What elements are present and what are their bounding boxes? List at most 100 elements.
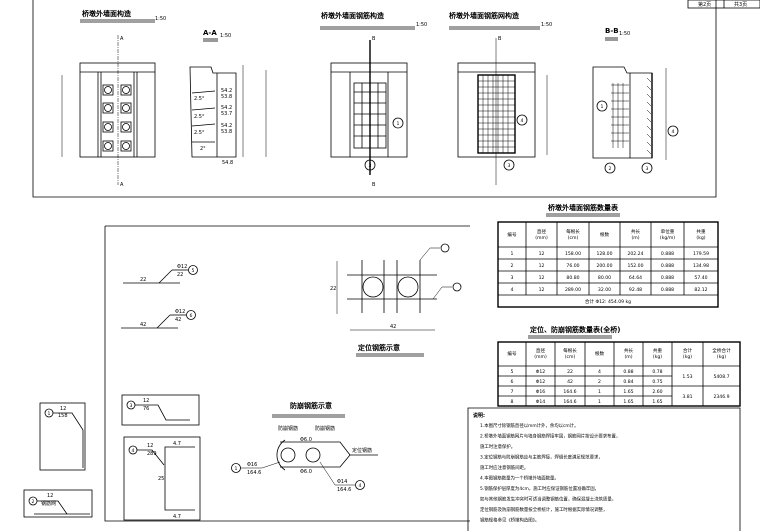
table-header: 共重: [653, 347, 663, 354]
table-cell: 152.00: [627, 263, 643, 269]
aa-dim: 53.8: [221, 129, 232, 135]
table-cell: 80.00: [598, 275, 611, 281]
table-cell: 179.59: [693, 251, 709, 257]
callout-4: 4: [359, 483, 362, 489]
top-frame: [32, 0, 717, 198]
callout-1: 1: [601, 104, 604, 110]
table-cell: 1.65: [623, 399, 633, 405]
note-line: 施工时应注意钢筋间距。: [480, 464, 528, 471]
bar5-length: 22: [140, 277, 146, 283]
bar-detail-1: 1 12 158: [39, 402, 86, 471]
section-aa-scale: 1:50: [220, 33, 231, 39]
table-cell: 202.24: [627, 251, 643, 257]
bar-side: 4.7: [173, 514, 181, 520]
aa-dim: 53.7: [221, 111, 232, 117]
callout-1: 1: [235, 466, 238, 472]
table-cell: 200.00: [596, 263, 612, 269]
antiburst-dim: Φ14: [337, 479, 347, 485]
aa-dim: 54.2: [221, 123, 232, 129]
bar6-dia: Φ12: [175, 309, 185, 315]
positioning-rebar-table: 定位、防崩钢筋数量表(全桥) 编号直径(mm)每根长(cm)根数共长(m)共重(…: [497, 325, 741, 407]
antiburst-dim: Φ16: [247, 462, 257, 468]
rebar-back-view: 桥墩外墙面钢筋网构造 1:50 4 3 B: [449, 11, 552, 185]
table-header: (cm): [568, 235, 579, 241]
table-cell: 12: [539, 287, 545, 293]
table-header: (m): [624, 354, 632, 360]
table-header: 共重: [696, 228, 706, 235]
table-cell: 0.75: [652, 379, 662, 385]
bar-dia: 12: [47, 493, 53, 499]
section-bb-title: B-B: [605, 27, 619, 35]
rebar-front-title: 桥墩外墙面钢筋构造: [321, 11, 385, 20]
callout-4: 4: [672, 129, 675, 135]
section-mark-b: B: [498, 36, 502, 42]
table-cell: 12: [539, 275, 545, 281]
table-cell: 12: [539, 251, 545, 257]
elevation-title: 桥墩外墙面构造: [82, 9, 132, 18]
table-header: 编号: [507, 231, 517, 238]
note-line: 4.本图钢筋数量为一个桥墩外墙面数量。: [480, 475, 559, 482]
table-cell: 0.88: [623, 369, 633, 375]
page-total: 共3页: [734, 1, 747, 8]
table-header: 直径: [536, 347, 546, 354]
table1-frame: [497, 221, 719, 308]
antiburst-title: 防崩钢筋示意: [290, 401, 332, 410]
table-cell: 2: [598, 379, 601, 385]
bar-side: 4.7: [173, 441, 181, 447]
table-cell: 0.78: [652, 369, 662, 375]
aa-dim: 54.8: [222, 160, 233, 166]
table-cell: 1: [598, 389, 601, 395]
antiburst-dim: 164.6: [337, 487, 351, 493]
rebar-quantity-table: 桥墩外墙面钢筋数量表 编号直径(mm)每根长(cm)根数共长(m)单位重(kg/…: [497, 203, 719, 308]
aa-dim: 53.8: [221, 94, 232, 100]
table-cell: 128.00: [596, 251, 612, 257]
positioning-rebar-detail: 22 Φ12 22 5 42 Φ12 42 6 22 42 定位钢筋示意: [121, 243, 462, 357]
bar-len: 钢筋网: [41, 500, 56, 507]
table-header: 合计: [683, 347, 693, 354]
height-dim: 22: [330, 286, 336, 292]
bar-detail-4: 4 12 289 4.7 4.7 25: [123, 436, 201, 521]
antiburst-dim: 164.6: [247, 470, 261, 476]
aa-angle: 2.5°: [194, 130, 205, 136]
note-line: 1.本图尺寸除钢筋直径以mm计外，余均以cm计。: [480, 422, 578, 429]
callout-1: 1: [397, 121, 400, 127]
section-mark-a-top: A: [120, 36, 124, 42]
section-bb-view: B-B 1:50 1 2 3 4: [592, 27, 679, 174]
page-number: 第2页: [698, 1, 711, 8]
table-cell: 76.00: [566, 263, 579, 269]
table-cell: 0.888: [661, 275, 674, 281]
table-header: (kg): [683, 354, 692, 360]
section-aa-title: A-A: [203, 29, 217, 37]
table-cell: 82.12: [694, 287, 707, 293]
table-cell: 4: [598, 369, 601, 375]
antiburst-side-label: 定位钢筋: [352, 447, 372, 454]
table-header: 直径: [537, 228, 547, 235]
table-cell: 80.80: [566, 275, 579, 281]
aa-dim: 54.2: [221, 88, 232, 94]
table-cell: 8: [511, 399, 514, 405]
table-cell: 7: [511, 389, 514, 395]
table-cell: 6: [511, 379, 514, 385]
notes-box: 说明: 1.本图尺寸除钢筋直径以mm计外，余均以cm计。2.桥墩外墙面钢筋网片与…: [467, 407, 741, 531]
table-header: 根数: [595, 350, 605, 357]
width-dim: 42: [390, 324, 396, 330]
table-cell: 164.6: [563, 399, 576, 405]
bar5-dia: Φ12: [177, 264, 187, 270]
bar-dia: 12: [143, 398, 149, 404]
positioning-title: 定位钢筋示意: [358, 343, 400, 352]
table-header: 全桥合计: [712, 347, 731, 354]
table-header: 每根长: [566, 228, 580, 235]
table-cell: 1.65: [623, 389, 633, 395]
table-cell: 1: [511, 251, 514, 257]
anchor-boxes: [102, 84, 132, 152]
table-header: (kg): [653, 354, 662, 360]
note-line: 2.桥墩外墙面钢筋网片与墙身钢筋焊接牢固，钢筋网片按设计要求布置，: [480, 433, 620, 440]
table-cell: 3: [511, 275, 514, 281]
table-cell: 12: [539, 263, 545, 269]
callout-2: 2: [609, 166, 612, 172]
table-header: (mm): [534, 354, 547, 360]
table2-subtotal: 1.53: [682, 374, 692, 380]
table2-frame: [497, 341, 741, 407]
callout-4: 4: [521, 118, 524, 124]
rebar-back-title: 桥墩外墙面钢筋网构造: [449, 11, 520, 20]
